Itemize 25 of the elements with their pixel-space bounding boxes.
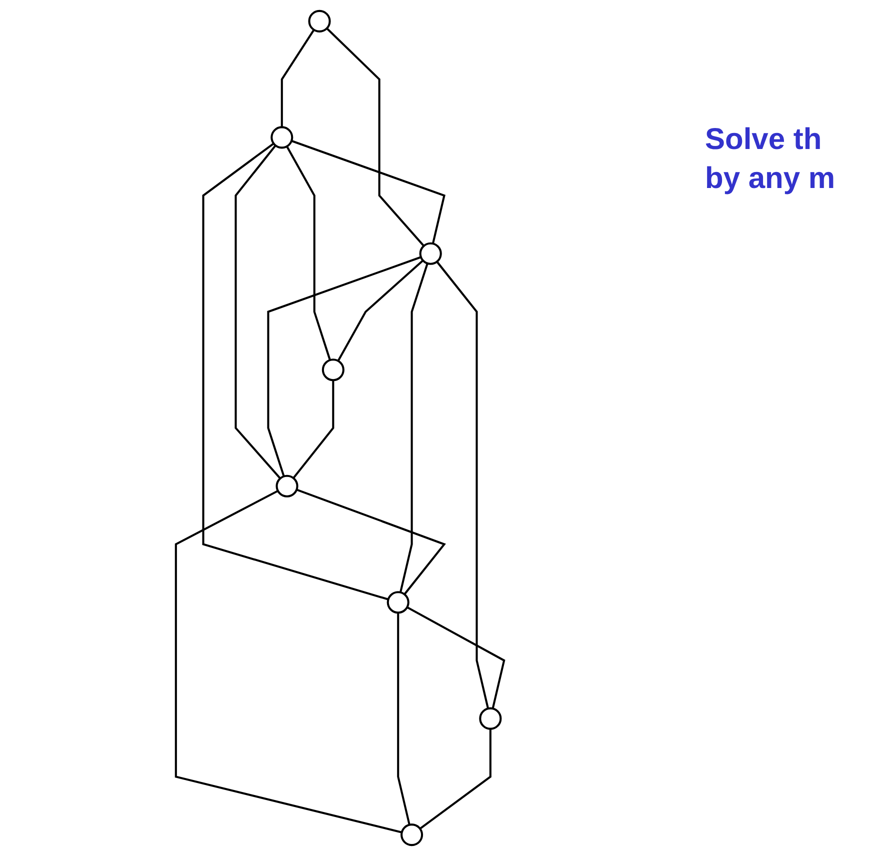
connector (202, 142, 389, 600)
node-circle (270, 126, 294, 149)
node-circle (308, 10, 331, 32)
connector (291, 140, 446, 244)
connector (280, 29, 315, 128)
node-circle (322, 358, 344, 382)
connector (326, 28, 425, 247)
connector (286, 146, 331, 360)
connector (436, 261, 490, 709)
node-circle (479, 707, 502, 730)
connector (234, 144, 281, 480)
node-circle (386, 591, 410, 614)
connector (174, 490, 402, 834)
connector (337, 260, 424, 362)
node-circle (419, 242, 442, 265)
connector (296, 488, 446, 595)
connector (292, 380, 334, 479)
node-circle (276, 474, 298, 498)
connector (419, 728, 492, 830)
connector (397, 612, 410, 826)
instruction-text: Solve th by any m (705, 122, 836, 197)
connector (406, 606, 506, 709)
node-circle (400, 824, 424, 846)
connector (267, 256, 422, 477)
connector (399, 263, 428, 593)
